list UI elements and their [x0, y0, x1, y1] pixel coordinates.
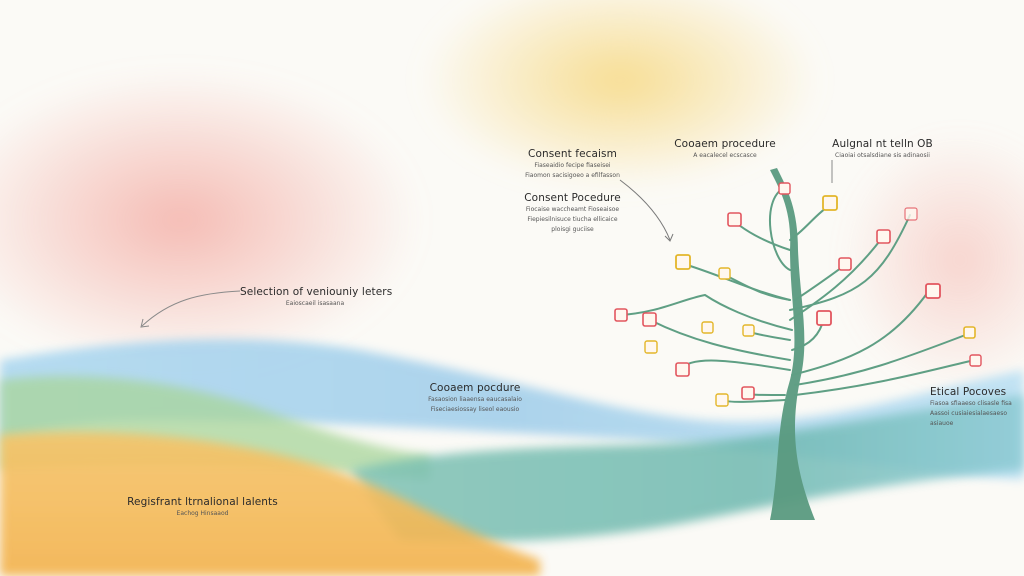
tag-icon	[816, 310, 832, 326]
document-icon	[718, 267, 731, 280]
label-sub: asiauoe	[930, 420, 954, 427]
arrow-to-tree	[619, 179, 671, 241]
badge-icon	[644, 340, 658, 354]
label-sub: Fiocaise waccheamt Fioseaisoe	[525, 206, 620, 213]
document-icon	[742, 324, 755, 337]
file-icon	[904, 207, 918, 221]
label-sub: Fasaosion liaaensa eaucasalaio	[428, 396, 522, 403]
label-original-teln: Aulgnal nt telln OB Ciaoiai otsalsdiane …	[825, 138, 940, 160]
badge-icon	[876, 229, 891, 244]
tree	[614, 168, 982, 520]
label-footer: Regisfrant ltrnalional lalents Eachog Hi…	[115, 496, 290, 518]
pink-wash	[0, 70, 420, 370]
badge-icon	[642, 312, 657, 327]
tag-icon	[741, 386, 755, 400]
tree-icons	[614, 182, 982, 407]
label-sub: Fiepiesilnisuce tiucha ellicaice	[527, 216, 618, 223]
badge-icon	[963, 326, 976, 339]
label-sub: A eacalecel ecscasce	[693, 152, 757, 159]
label-consent-procedure: Consent Pocedure Fiocaise waccheamt Fios…	[515, 192, 630, 234]
label-sub: Aassoi cusiaiesialaesaeso	[930, 410, 1008, 417]
document-icon	[715, 393, 729, 407]
arrowhead	[664, 233, 674, 242]
teal-band	[350, 395, 1024, 542]
label-title: Aulgnal nt telln OB	[832, 138, 933, 150]
orange-band	[0, 432, 540, 576]
label-sub: Eaioscaeil isasaana	[285, 300, 345, 307]
label-title: Regisfrant ltrnalional lalents	[127, 496, 278, 508]
label-procedure-top: Cooaem procedure A eacalecel ecscasce	[670, 138, 780, 160]
label-title: Cooaem procedure	[674, 138, 776, 150]
badge-icon	[822, 195, 838, 211]
file-icon	[701, 321, 714, 334]
label-sub: Ciaoiai otsalsdiane sis adinaosii	[835, 152, 930, 159]
label-sub: Fiasoa sfiaaeso clisasle fisa	[930, 400, 1012, 407]
arrow-selection	[141, 290, 241, 327]
tag-icon	[614, 308, 628, 322]
label-sub: Eachog Hinsaaod	[176, 510, 229, 517]
file-icon	[675, 254, 691, 270]
label-sub: Fiseciaesiossay liseol eaousio	[430, 406, 520, 413]
label-consent-reception: Consent fecaism Fiaseaidio fecipe fiasei…	[520, 148, 625, 180]
pink-wash-right	[840, 130, 1024, 390]
file-icon	[675, 362, 690, 377]
yellow-wash	[420, 0, 820, 190]
label-sub: ploisgi guciise	[551, 226, 594, 233]
label-title: Consent fecaism	[528, 148, 617, 160]
tag-icon	[778, 182, 791, 195]
document-icon	[925, 283, 941, 299]
label-sub: Fiaomon sacisigoeo a efilfasson	[525, 172, 620, 179]
label-ethical: Etical Pocoves Fiasoa sfiaaeso clisasle …	[930, 386, 1015, 428]
tag-icon	[838, 257, 852, 271]
label-title: Selection of veniouniy leters	[240, 286, 393, 298]
tree-trunk	[770, 168, 815, 520]
label-title: Consent Pocedure	[524, 192, 621, 204]
label-title: Etical Pocoves	[930, 386, 1007, 398]
label-title: Cooaem pocdure	[429, 382, 521, 394]
label-selection: Selection of veniouniy leters Eaioscaeil…	[240, 286, 393, 308]
document-icon	[727, 212, 742, 227]
label-sub: Fiaseaidio fecipe fiaseisei	[534, 162, 611, 169]
label-center-procedure: Cooaem pocdure Fasaosion liaaensa eaucas…	[420, 382, 530, 414]
file-icon	[969, 354, 982, 367]
arrowhead	[140, 318, 150, 328]
